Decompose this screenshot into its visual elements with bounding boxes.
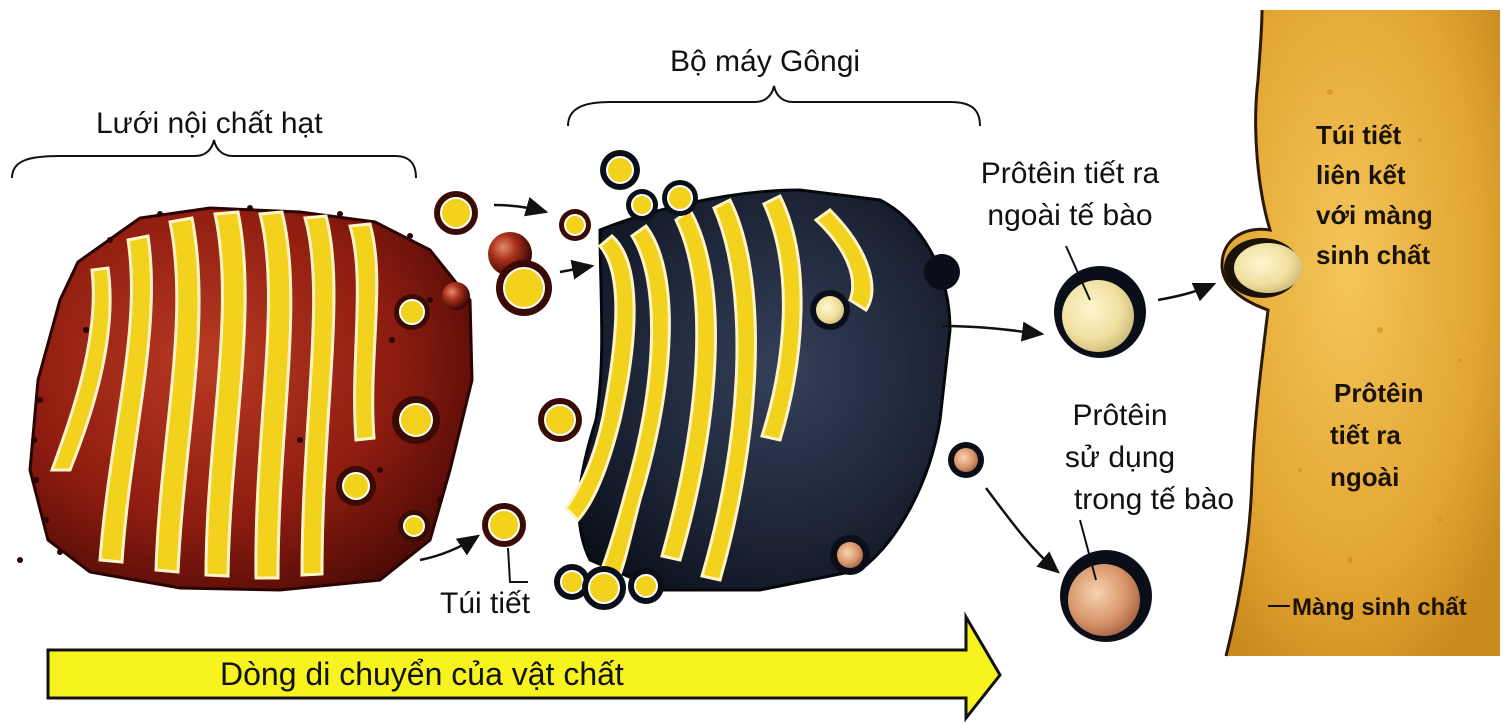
label-exported-protein-line3: ngoài (1330, 462, 1399, 493)
cell-exterior-region (1222, 10, 1500, 656)
label-fused-vesicle-line2: liên kết (1316, 160, 1406, 191)
label-plasma-membrane: Màng sinh chất (1292, 592, 1467, 623)
label-exported-protein-line2: tiết ra (1330, 420, 1401, 451)
arrow-vesicle-to-membrane (1158, 284, 1214, 300)
label-internal-protein-line3: trong tế bào (1074, 482, 1234, 518)
arrow-golgi-to-export-vesicle (942, 326, 1042, 334)
er-bracket (12, 140, 416, 178)
arrow-to-internal-vesicle (986, 488, 1058, 572)
golgi-apparatus (554, 150, 984, 610)
secretory-vesicle-internal (1060, 550, 1152, 642)
golgi-bracket (568, 86, 980, 126)
rough-er (17, 205, 472, 590)
label-secretory-vesicle: Túi tiết (440, 586, 530, 622)
secretory-vesicle-export (1054, 266, 1146, 358)
label-internal-protein-line2: sử dụng (1065, 440, 1175, 476)
label-rough-er: Lưới nội chất hạt (96, 106, 323, 142)
arrow-to-golgi-1 (494, 205, 546, 212)
label-exported-protein-line1: Prôtêin (1334, 378, 1424, 409)
label-golgi: Bộ máy Gôngi (670, 44, 860, 80)
label-secreted-protein-line1: Prôtêin tiết ra (981, 156, 1159, 192)
label-fused-vesicle-line4: sinh chất (1316, 240, 1430, 271)
label-internal-protein-line1: Prôtêin (1072, 398, 1167, 434)
label-material-flow: Dòng di chuyển của vật chất (220, 656, 624, 693)
cell-exterior-panel (1222, 10, 1500, 656)
label-fused-vesicle-line3: với màng (1316, 200, 1433, 231)
arrow-to-golgi-2 (560, 266, 592, 272)
label-secreted-protein-line2: ngoài tế bào (987, 198, 1152, 234)
label-fused-vesicle-line1: Túi tiết (1316, 120, 1401, 151)
leader-secretory-vesicle (508, 548, 528, 582)
